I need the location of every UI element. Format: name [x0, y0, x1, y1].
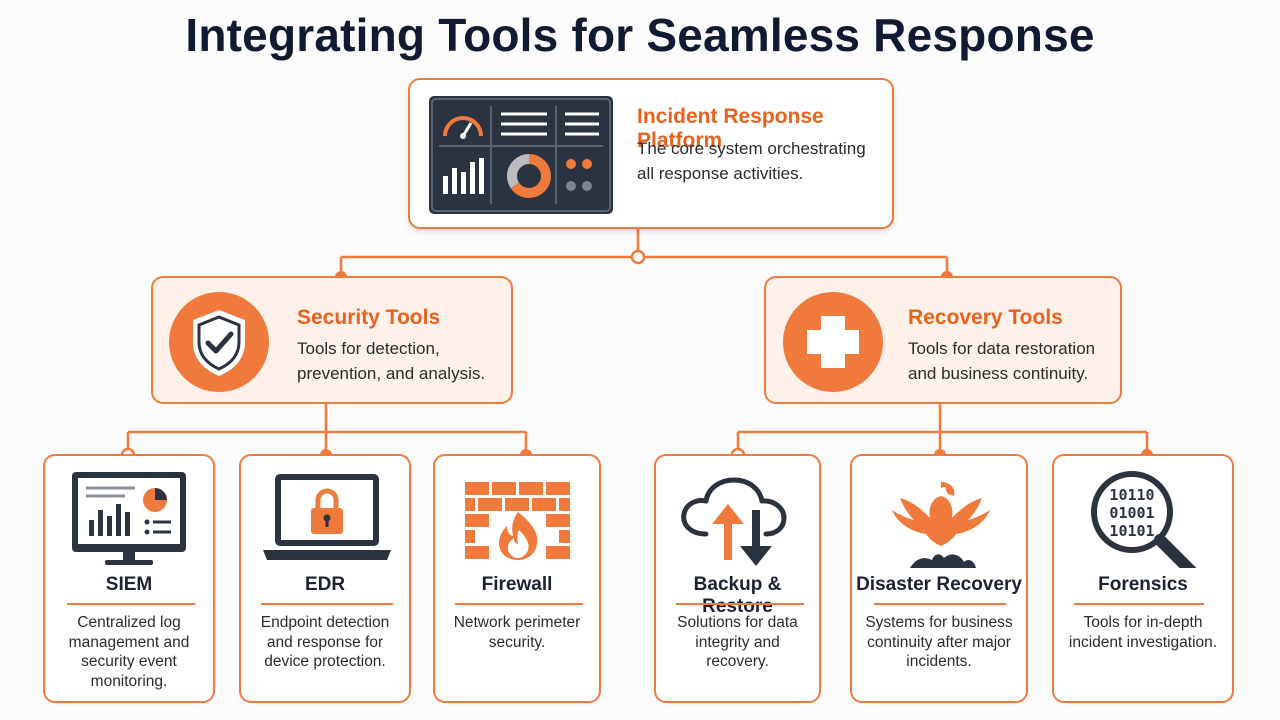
tool-description-siem: Centralized log management and security … [68, 614, 190, 690]
divider [67, 603, 195, 605]
tool-card-siem: SIEM Centralized log management and secu… [43, 454, 215, 703]
dashboard-icon [429, 96, 613, 214]
monitor-chart-icon [45, 468, 213, 578]
tool-card-firewall: Firewall Network perimeter security. [433, 454, 601, 703]
tool-description-edr: Endpoint detection and response for devi… [260, 614, 390, 670]
tool-title-disaster-recovery: Disaster Recovery [856, 574, 1022, 595]
cloud-sync-icon [656, 468, 819, 578]
tool-title-backup-restore: Backup & Restore [693, 574, 782, 617]
tool-title-siem: SIEM [105, 574, 153, 595]
tool-card-edr: EDR Endpoint detection and response for … [239, 454, 411, 703]
tool-card-backup-restore: Backup & Restore Solutions for data inte… [654, 454, 821, 703]
tool-title-forensics: Forensics [1098, 574, 1188, 595]
platform-card: Incident Response Platform The core syst… [408, 78, 894, 229]
forensics-binary-line-1: 10110 [1109, 486, 1154, 504]
platform-title: Incident Response Platform [637, 105, 824, 152]
forensics-binary-line-2: 01001 [1109, 504, 1154, 522]
security-tools-description: Tools for detection, prevention, and ana… [297, 339, 486, 383]
medical-cross-icon [783, 292, 883, 392]
platform-description: The core system orchestrating all respon… [637, 139, 866, 183]
recovery-tools-title: Recovery Tools [908, 306, 1063, 329]
recovery-tools-description: Tools for data restoration and business … [908, 339, 1096, 383]
phoenix-icon [852, 468, 1026, 578]
divider [676, 603, 804, 605]
forensics-binary-line-3: 10101 [1109, 522, 1154, 540]
tool-card-disaster-recovery: Disaster Recovery Systems for business c… [850, 454, 1028, 703]
tool-description-forensics: Tools for in-depth incident investigatio… [1068, 614, 1218, 651]
firewall-icon [435, 468, 599, 578]
divider [261, 603, 393, 605]
laptop-lock-icon [241, 468, 409, 578]
tool-description-disaster-recovery: Systems for business continuity after ma… [865, 614, 1013, 670]
recovery-tools-card: Recovery Tools Tools for data restoratio… [764, 276, 1122, 404]
security-tools-card: Security Tools Tools for detection, prev… [151, 276, 513, 404]
tool-description-backup-restore: Solutions for data integrity and recover… [677, 614, 798, 670]
divider [1074, 603, 1204, 605]
shield-check-icon [169, 292, 269, 392]
tool-card-forensics: 10110 01001 10101 Forensics Tools for in… [1052, 454, 1234, 703]
divider [874, 603, 1006, 605]
security-tools-title: Security Tools [297, 306, 441, 329]
tool-description-firewall: Network perimeter security. [453, 614, 581, 651]
magnifier-binary-icon: 10110 01001 10101 [1054, 468, 1232, 578]
tool-title-edr: EDR [304, 574, 346, 595]
page-title: Integrating Tools for Seamless Response [185, 9, 1095, 61]
divider [455, 603, 583, 605]
tool-title-firewall: Firewall [481, 574, 553, 595]
